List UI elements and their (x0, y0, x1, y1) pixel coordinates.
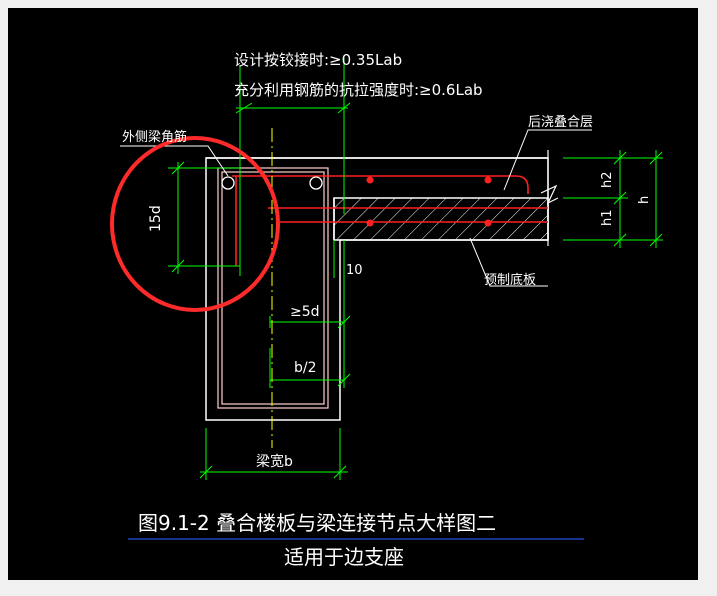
detail-drawing: 设计按铰接时:≥0.35Lab 充分利用钢筋的抗拉强度时:≥0.6Lab 外侧梁… (110, 51, 663, 569)
break-line (540, 150, 559, 246)
leader-lines (120, 129, 592, 287)
corner-bar-right (309, 176, 323, 190)
outer-corner-bar-label: 外侧梁角筋 (122, 129, 187, 145)
highlight-circle (110, 136, 280, 312)
figure-caption-subtitle: 适用于边支座 (284, 545, 404, 569)
dim-h2-label: h2 (600, 171, 615, 188)
dim-10-label: 10 (346, 263, 363, 278)
precast-slab-label: 预制底板 (484, 272, 536, 288)
full-strength-label: 充分利用钢筋的抗拉强度时:≥0.6Lab (234, 81, 483, 99)
dim-5d-label: ≥5d (290, 304, 320, 320)
corner-bar-left (221, 176, 235, 190)
design-hinged-label: 设计按铰接时:≥0.35Lab (234, 51, 402, 69)
dim-h1-label: h1 (600, 209, 615, 226)
cast-in-place-layer-label: 后浇叠合层 (528, 115, 593, 130)
figure-caption-title: 图9.1-2 叠合楼板与梁连接节点大样图二 (138, 511, 496, 535)
dim-beam-width-label: 梁宽b (256, 453, 293, 470)
beam-stirrup (217, 167, 329, 409)
cad-viewport[interactable]: 设计按铰接时:≥0.35Lab 充分利用钢筋的抗拉强度时:≥0.6Lab 外侧梁… (8, 8, 698, 580)
precast-slab (333, 197, 549, 241)
slab-top-bars (232, 175, 548, 266)
dimension-lines (168, 58, 663, 480)
dim-h-label: h (637, 196, 652, 204)
rebar-dots (366, 176, 492, 227)
dim-b2-label: b/2 (294, 360, 317, 376)
dim-15d-label: 15d (148, 205, 164, 232)
